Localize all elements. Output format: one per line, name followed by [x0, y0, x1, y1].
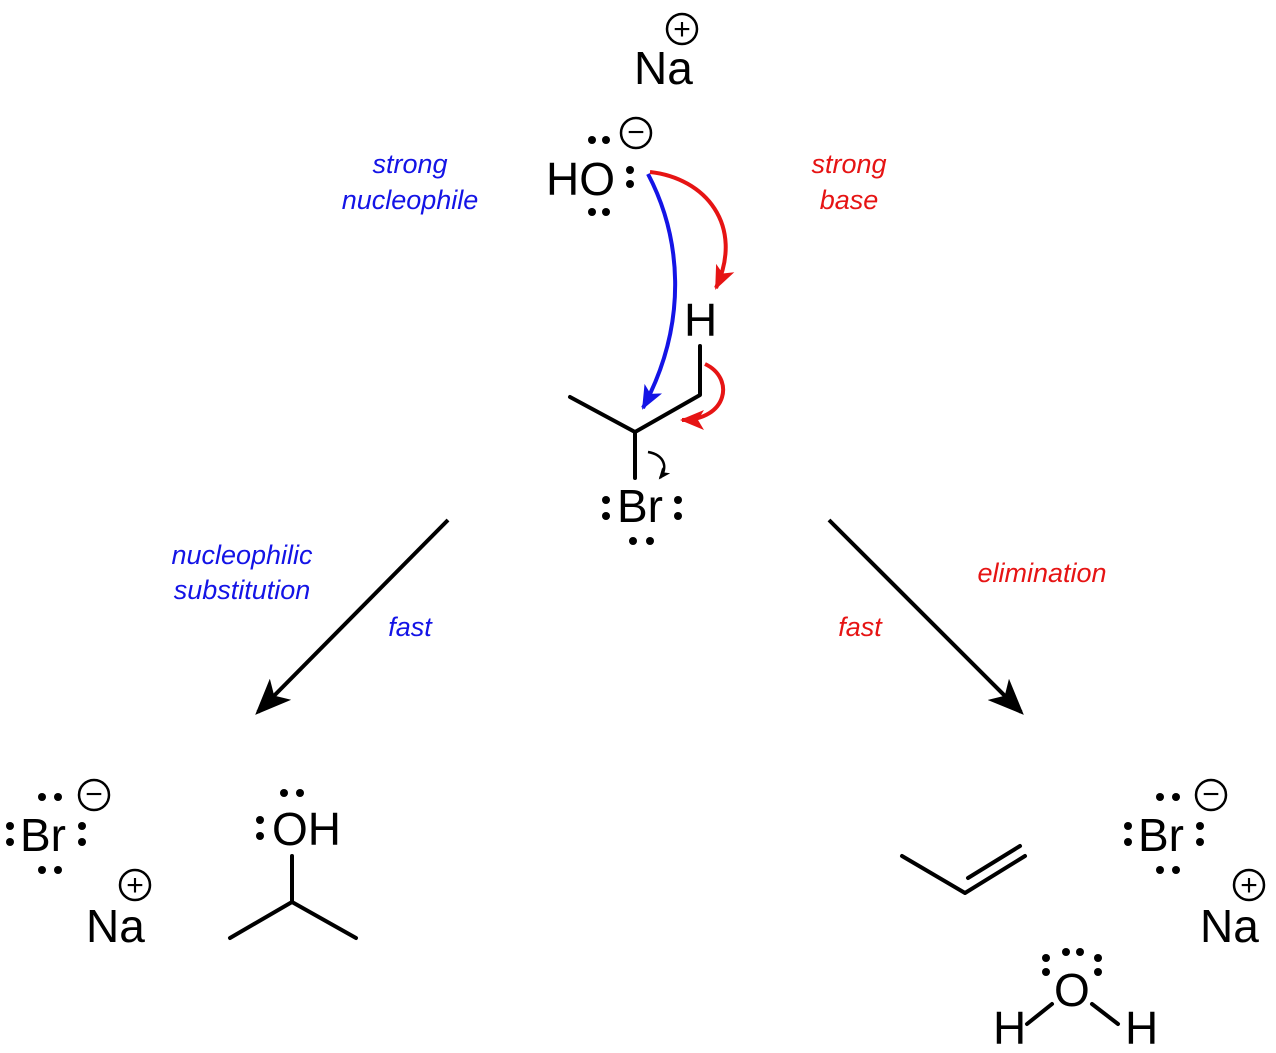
- br-center-label: Br: [617, 480, 663, 532]
- carbon-skeleton: [568, 344, 702, 434]
- plus-sign: +: [126, 869, 144, 902]
- na-top-label: Na: [634, 42, 693, 94]
- substitution-reaction-arrow: [255, 518, 450, 715]
- water-product: O H H: [993, 948, 1158, 1053]
- minus-sign: −: [627, 116, 645, 149]
- sodium-cation-right: Na +: [1200, 868, 1266, 952]
- elimination-reaction-arrow: [827, 518, 1024, 715]
- plus-sign: +: [673, 13, 691, 46]
- fast-label-right: fast: [838, 612, 883, 642]
- deprotonation-arrow: [649, 170, 735, 290]
- strong-nucleophile-label-line1: strong: [372, 149, 447, 179]
- plus-sign: +: [1240, 869, 1258, 902]
- negative-charge-icon: [77, 778, 111, 812]
- fast-label-left: fast: [388, 612, 433, 642]
- na-left-label: Na: [86, 900, 145, 952]
- water-h1-label: H: [993, 1002, 1026, 1053]
- positive-charge-icon: [665, 12, 699, 46]
- elimination-label: elimination: [977, 558, 1106, 588]
- water-o-label: O: [1054, 964, 1090, 1016]
- strong-base-label-line1: strong: [811, 149, 886, 179]
- nucleophilic-substitution-label-line1: nucleophilic: [171, 540, 313, 570]
- sodium-cation-left: Na +: [86, 868, 152, 952]
- nucleophilic-substitution-label-line2: substitution: [174, 575, 311, 605]
- minus-sign: −: [85, 778, 103, 811]
- water-h2-label: H: [1125, 1002, 1158, 1053]
- sodium-cation-top: Na +: [634, 12, 699, 94]
- nucleophilic-attack-arrow: [641, 173, 678, 410]
- negative-charge-icon: [1194, 778, 1228, 812]
- minus-sign: −: [1202, 778, 1220, 811]
- br-right-label: Br: [1138, 809, 1184, 861]
- pi-bond-formation-arrow: [680, 362, 726, 430]
- substrate-2-bromopropane: H Br: [568, 294, 717, 545]
- hydroxide-anion: HO −: [546, 116, 653, 216]
- positive-charge-icon: [118, 868, 152, 902]
- bromide-anion-left: Br −: [6, 778, 111, 874]
- h-top-label: H: [684, 294, 717, 346]
- isopropanol-product: OH: [228, 789, 358, 940]
- na-right-label: Na: [1200, 900, 1259, 952]
- negative-charge-icon: [619, 116, 653, 150]
- strong-base-label-line2: base: [820, 185, 879, 215]
- leaving-group-arrow: [647, 450, 671, 480]
- bromide-anion-right: Br −: [1124, 778, 1228, 874]
- ho-top-label: HO: [546, 153, 615, 205]
- br-left-label: Br: [20, 809, 66, 861]
- propene-product: [900, 844, 1027, 895]
- strong-nucleophile-label-line2: nucleophile: [342, 185, 479, 215]
- positive-charge-icon: [1232, 868, 1266, 902]
- oh-product-label: OH: [272, 803, 341, 855]
